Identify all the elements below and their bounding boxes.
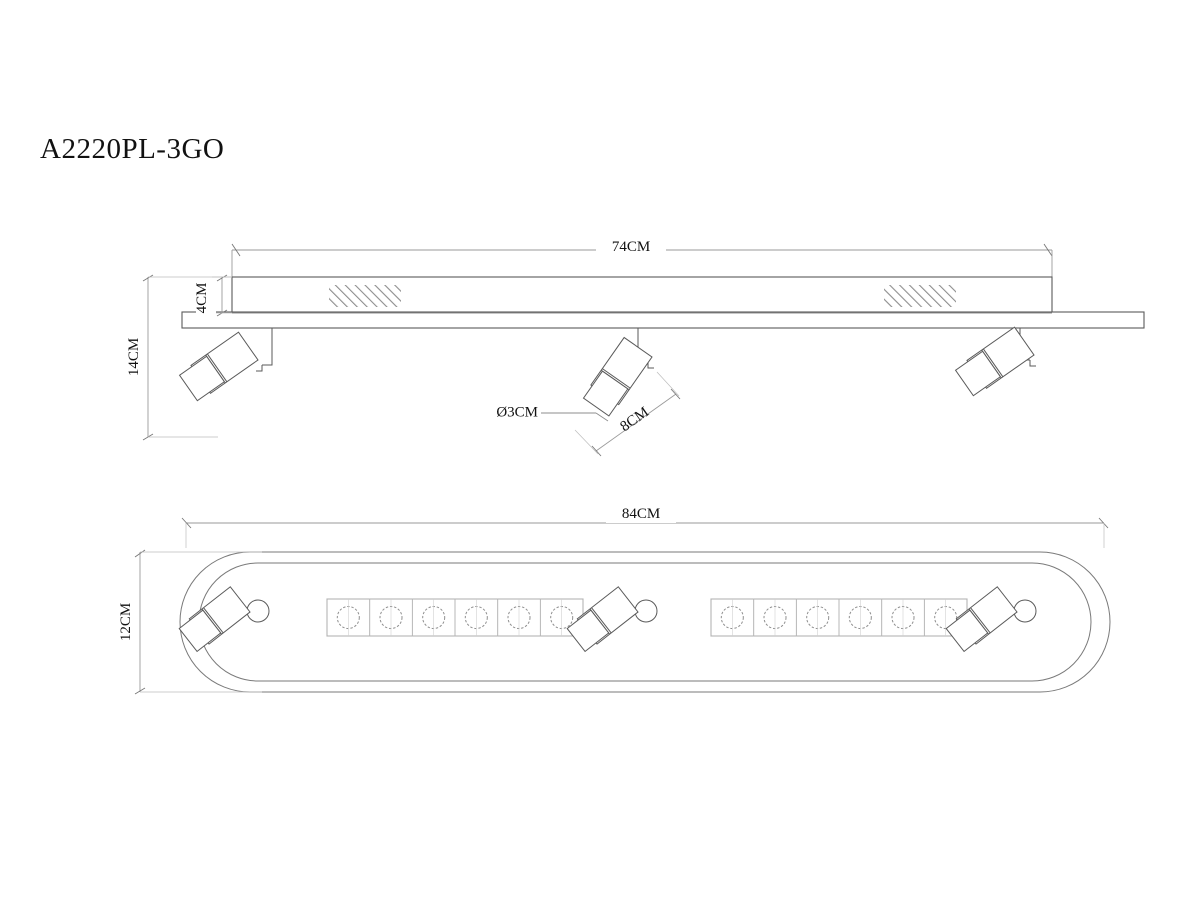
plan-spotlight-left <box>177 586 270 654</box>
plan-spotlight-right <box>944 586 1037 654</box>
callout-label-spot-length: 8CM <box>617 404 651 435</box>
led-strip-right <box>710 598 968 637</box>
dimension-label-overall-height: 14CM <box>126 338 142 376</box>
dimension-label-plan-width: 12CM <box>118 603 134 641</box>
callout-spot-diameter: Ø3CM <box>496 404 609 422</box>
dimension-overall-length: 74CM <box>231 236 1053 280</box>
front-spotlight-middle: Ø3CM 8CM <box>496 328 681 457</box>
front-elevation-view: 74CM <box>126 236 1145 457</box>
vent-patch-left <box>329 285 401 307</box>
plan-spotlight-middle <box>565 586 658 654</box>
led-strip-left <box>326 598 584 637</box>
dimension-label-plan-length: 84CM <box>622 506 660 522</box>
dimension-label-bar-height: 4CM <box>194 283 210 314</box>
bottom-plan-view: 84CM 12CM <box>118 503 1111 695</box>
dimension-label-overall-length: 74CM <box>612 239 650 255</box>
page-title: A2220PL-3GO <box>40 133 225 165</box>
vent-patch-right <box>884 285 956 307</box>
callout-label-spot-diameter: Ø3CM <box>496 404 538 420</box>
front-spotlight-left <box>178 328 273 403</box>
dimension-plan-length: 84CM <box>181 503 1109 548</box>
dimension-overall-height: 14CM <box>126 274 232 441</box>
front-spotlight-right <box>954 326 1036 398</box>
front-bar-profile <box>181 276 1145 329</box>
dimension-plan-width: 12CM <box>118 549 262 695</box>
dimension-bar-height: 4CM <box>194 274 232 317</box>
